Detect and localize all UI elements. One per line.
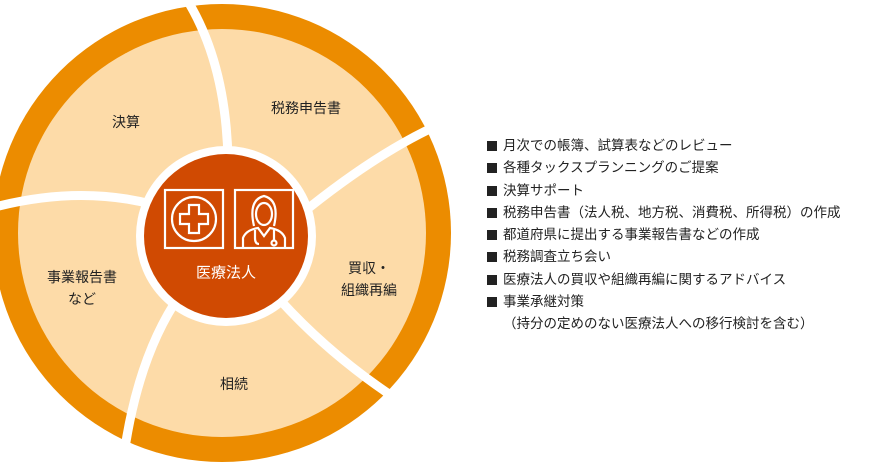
- segment-tax-return: 税務申告書: [271, 101, 341, 117]
- segment-dividers: [0, 0, 445, 466]
- segment-label-line: 組織再編: [341, 283, 397, 299]
- segment-business-report: 事業報告書 など: [47, 267, 117, 311]
- list-item: 医療法人の買収や組織再編に関するアドバイス: [487, 269, 841, 291]
- square-bullet-icon: [487, 163, 497, 174]
- service-list: 月次での帳簿、試算表などのレビュー 各種タックスプランニングのご提案 決算サポー…: [487, 135, 841, 336]
- list-item: 各種タックスプランニングのご提案: [487, 157, 841, 179]
- list-item: 税務調査立ち会い: [487, 246, 841, 268]
- square-bullet-icon: [487, 185, 497, 196]
- list-item: 税務申告書（法人税、地方税、消費税、所得税）の作成: [487, 202, 841, 224]
- center-circle: [144, 154, 308, 318]
- segment-settlement: 決算: [112, 115, 140, 131]
- segment-label-line: 買収・: [348, 261, 390, 277]
- list-item: 都道府県に提出する事業報告書などの作成: [487, 224, 841, 246]
- divider: [117, 292, 184, 466]
- divider: [276, 296, 398, 402]
- divider: [0, 190, 157, 211]
- medical-cross-icon: [163, 188, 225, 250]
- service-wheel: [0, 0, 451, 466]
- list-item: 事業承継対策: [487, 291, 841, 313]
- square-bullet-icon: [487, 252, 497, 263]
- center-label: 医療法人: [195, 263, 257, 282]
- square-bullet-icon: [487, 297, 497, 308]
- list-item: 決算サポート: [487, 180, 841, 202]
- segment-label-line: 事業報告書: [47, 270, 117, 286]
- segment-inheritance: 相続: [220, 377, 248, 393]
- doctor-icon: [233, 188, 295, 250]
- list-item: 月次での帳簿、試算表などのレビュー: [487, 135, 841, 157]
- segment-label-line: など: [68, 292, 96, 308]
- divider: [181, 0, 233, 161]
- divider: [297, 117, 447, 219]
- square-bullet-icon: [487, 141, 497, 151]
- segment-acquisition: 買収・ 組織再編: [341, 258, 397, 302]
- square-bullet-icon: [487, 230, 497, 241]
- square-bullet-icon: [487, 274, 497, 285]
- square-bullet-icon: [487, 207, 497, 218]
- list-item-note: （持分の定めのない医療法人への移行検討を含む）: [503, 316, 814, 333]
